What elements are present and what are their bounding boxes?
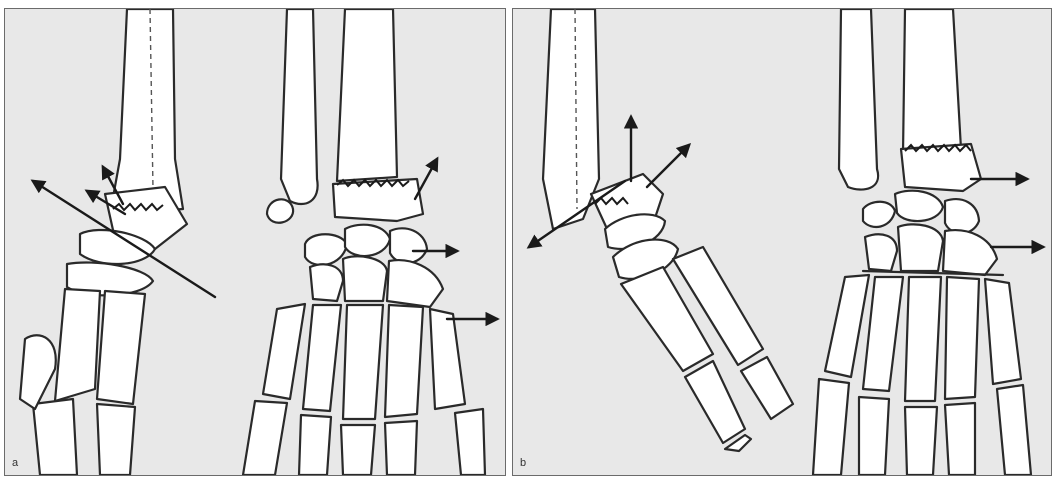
trapezium-ap-b: [865, 234, 897, 271]
metacarpal-lateral-2: [97, 291, 145, 404]
scaphoid-ap: [305, 234, 347, 265]
panel-b: b: [512, 8, 1052, 476]
metacarpal-ap-5: [430, 309, 465, 409]
hamate-ap-b: [943, 230, 997, 275]
metacarpal-ap-b-4: [945, 277, 979, 399]
metacarpal-ap-b-2: [863, 277, 903, 391]
capitate-ap-b: [898, 224, 943, 271]
phalanx-lateral-b-2: [741, 357, 793, 419]
distal-radius-fragment-ap-b: [901, 144, 981, 191]
ulna-shaft-ap: [281, 9, 318, 204]
phalanx-lateral-2: [97, 404, 135, 475]
metacarpal-lateral-1: [55, 289, 100, 401]
phalanx-ap-b-1: [813, 379, 849, 475]
phalanx-ap-b-3: [905, 407, 937, 475]
metacarpal-ap-b-1: [825, 275, 869, 377]
ap-view-a: [243, 9, 497, 475]
metacarpal-ap-b-5: [985, 279, 1021, 384]
radius-shaft-lateral: [110, 9, 183, 214]
triquetrum-ap: [390, 228, 427, 263]
phalanx-ap-4: [385, 421, 417, 475]
metacarpal-ap-4: [385, 305, 423, 417]
phalanx-ap-b-5: [997, 385, 1031, 475]
radius-shaft-ap-b: [903, 9, 961, 154]
scaphoid-ap-b: [863, 202, 895, 227]
phalanx-ap-b-4: [945, 403, 975, 475]
ap-view-b: [813, 9, 1043, 475]
lateral-view-a: [20, 9, 215, 475]
metacarpal-ap-b-3: [905, 277, 941, 401]
lunate-ap-b: [895, 191, 943, 221]
phalanx-ap-b-2: [859, 397, 889, 475]
panel-a-label: a: [12, 457, 18, 469]
metacarpal-ap-3: [343, 305, 383, 419]
hamate-ap: [387, 260, 443, 307]
panel-a-drawing: [5, 9, 505, 475]
ulna-shaft-ap-b: [839, 9, 878, 190]
lateral-view-b: [529, 9, 793, 451]
panel-a: a: [4, 8, 506, 476]
capitate-ap: [343, 256, 387, 301]
triquetrum-ap-b: [945, 199, 979, 233]
phalanx-ap-5: [455, 409, 485, 475]
phalanx-ap-1: [243, 401, 287, 475]
phalanx-ap-2: [299, 415, 331, 475]
phalanx-lateral-b-1: [685, 361, 745, 443]
radius-shaft-lateral-b: [543, 9, 599, 229]
trapezium-ap: [310, 264, 343, 301]
metacarpal-ap-1: [263, 304, 305, 399]
radius-shaft-ap: [337, 9, 397, 181]
oblique-arrow-b: [647, 145, 689, 187]
thumb-lateral: [20, 335, 56, 409]
fragment-arrow-radial-up: [415, 159, 437, 199]
phalanx-ap-3: [341, 425, 375, 475]
phalanx-lateral-1: [33, 399, 77, 475]
panel-b-drawing: [513, 9, 1051, 475]
lunate-ap: [345, 225, 390, 256]
metacarpal-ap-2: [303, 305, 341, 411]
panel-b-label: b: [520, 457, 526, 469]
ulnar-styloid-fragment: [267, 199, 293, 222]
